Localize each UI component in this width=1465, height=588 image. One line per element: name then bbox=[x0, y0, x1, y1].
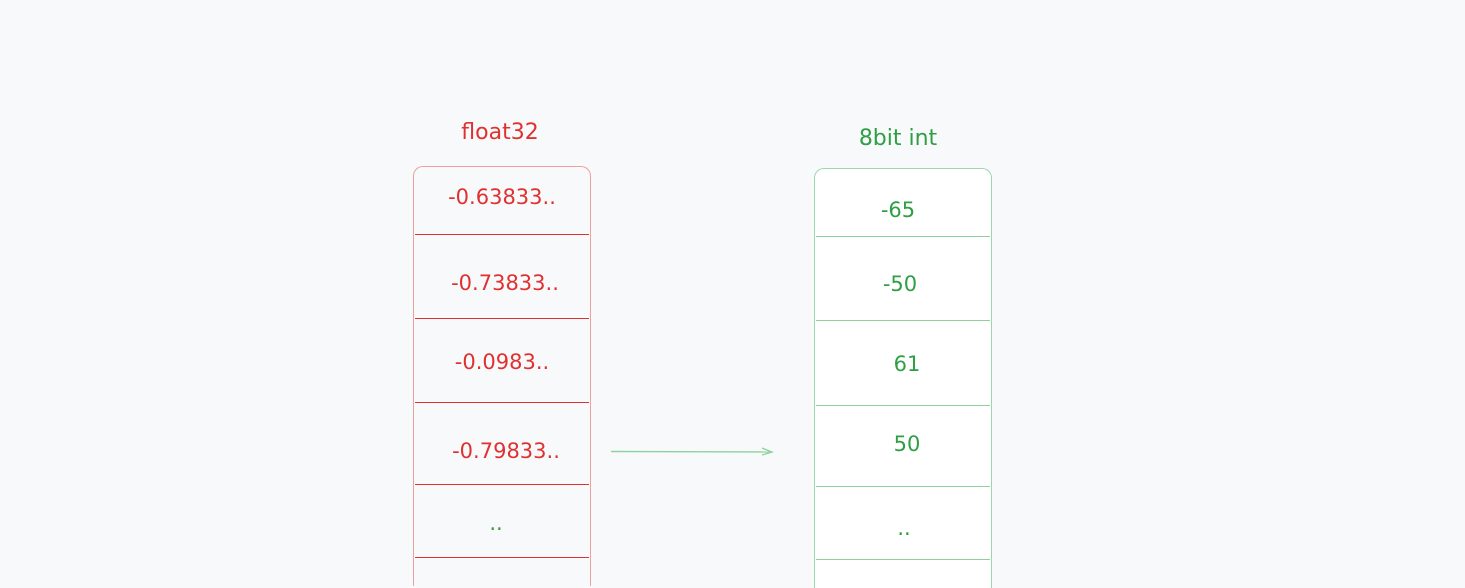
row-divider bbox=[415, 318, 589, 319]
row-divider bbox=[816, 486, 990, 487]
row-divider bbox=[816, 405, 990, 406]
row-divider bbox=[415, 484, 589, 485]
int8-value: -65 bbox=[880, 198, 916, 222]
row-divider bbox=[816, 236, 990, 237]
float32-column-title: float32 bbox=[461, 120, 539, 145]
int8-column: -65 -50 61 50 .. bbox=[814, 168, 992, 588]
int8-value: 61 bbox=[893, 352, 921, 376]
float32-column: -0.63833.. -0.73833.. -0.0983.. -0.79833… bbox=[413, 166, 591, 586]
row-divider bbox=[816, 320, 990, 321]
int8-value: 50 bbox=[893, 432, 921, 456]
row-divider bbox=[816, 559, 990, 560]
float32-ellipsis: .. bbox=[489, 511, 503, 535]
float32-value: -0.63833.. bbox=[448, 185, 556, 209]
int8-column-title: 8bit int bbox=[858, 126, 938, 151]
float32-value: -0.79833.. bbox=[452, 439, 560, 463]
float32-value: -0.0983.. bbox=[454, 350, 550, 374]
int8-value: -50 bbox=[882, 272, 918, 296]
int8-ellipsis: .. bbox=[897, 516, 911, 540]
float32-value: -0.73833.. bbox=[451, 271, 559, 295]
row-divider bbox=[415, 402, 589, 403]
row-divider bbox=[415, 234, 589, 235]
arrow-icon bbox=[610, 447, 774, 456]
row-divider bbox=[415, 557, 589, 558]
